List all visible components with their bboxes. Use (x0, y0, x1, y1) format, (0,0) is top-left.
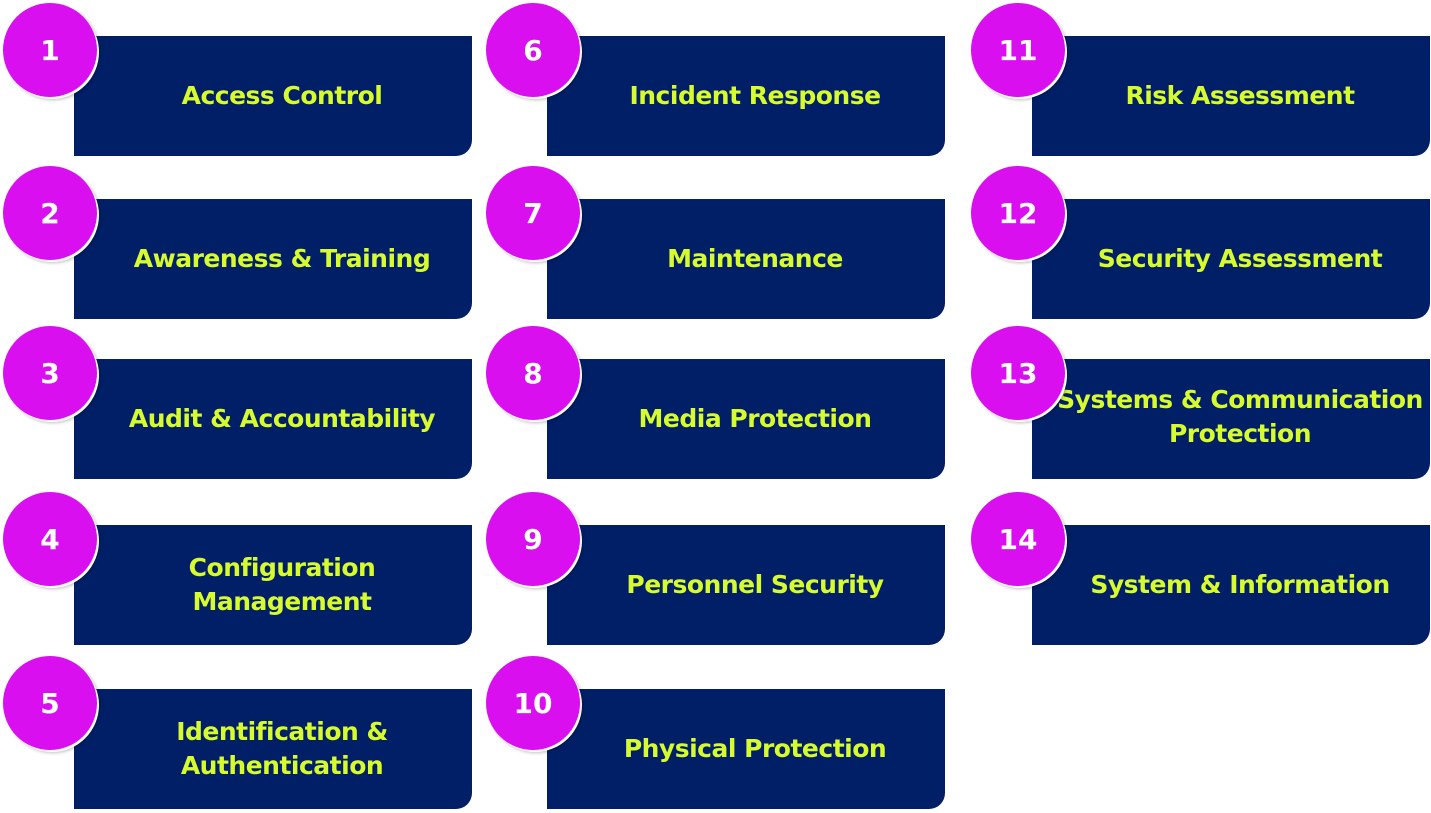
control-number: 1 (40, 33, 60, 67)
number-badge: 12 (971, 166, 1065, 260)
control-number: 12 (998, 196, 1038, 230)
control-label: Personnel Security (626, 570, 884, 599)
control-label: Access Control (181, 81, 383, 110)
control-number: 13 (998, 356, 1038, 390)
control-panel: System & Information (1032, 525, 1430, 645)
number-badge: 11 (971, 3, 1065, 97)
number-badge: 13 (971, 326, 1065, 420)
control-number: 2 (40, 196, 60, 230)
number-badge: 10 (486, 656, 580, 750)
control-panel: Personnel Security (547, 525, 945, 645)
control-card-12: Security Assessment 12 (968, 163, 1431, 323)
control-card-10: Physical Protection 10 (483, 653, 983, 813)
control-label: Systems & Communication Protection (1057, 385, 1423, 448)
control-label: Configuration Management (188, 553, 376, 616)
control-label: Identification & Authentication (176, 717, 388, 780)
control-panel: Configuration Management (74, 525, 472, 645)
number-badge: 7 (486, 166, 580, 260)
control-number: 8 (523, 356, 543, 390)
control-card-5: Identification & Authentication 5 (0, 653, 500, 813)
number-badge: 6 (486, 3, 580, 97)
control-panel: Media Protection (547, 359, 945, 479)
control-number: 3 (40, 356, 60, 390)
control-number: 4 (40, 522, 60, 556)
control-number: 11 (998, 33, 1038, 67)
control-panel: Maintenance (547, 199, 945, 319)
control-panel: Identification & Authentication (74, 689, 472, 809)
control-number: 14 (998, 522, 1038, 556)
control-label: Security Assessment (1097, 244, 1383, 273)
number-badge: 1 (3, 3, 97, 97)
control-card-2: Awareness & Training 2 (0, 163, 500, 323)
control-panel: Access Control (74, 36, 472, 156)
number-badge: 2 (3, 166, 97, 260)
control-number: 9 (523, 522, 543, 556)
control-card-14: System & Information 14 (968, 489, 1431, 649)
control-label: Maintenance (667, 244, 843, 273)
number-badge: 4 (3, 492, 97, 586)
number-badge: 3 (3, 326, 97, 420)
control-card-6: Incident Response 6 (483, 0, 983, 160)
control-card-13: Systems & Communication Protection 13 (968, 323, 1431, 483)
control-label: Media Protection (638, 404, 872, 433)
control-panel: Physical Protection (547, 689, 945, 809)
control-label: Risk Assessment (1125, 81, 1355, 110)
control-number: 10 (513, 686, 553, 720)
control-number: 7 (523, 196, 543, 230)
control-card-3: Audit & Accountability 3 (0, 323, 500, 483)
control-panel: Audit & Accountability (74, 359, 472, 479)
control-card-11: Risk Assessment 11 (968, 0, 1431, 160)
control-panel: Security Assessment (1032, 199, 1430, 319)
control-label: System & Information (1090, 570, 1390, 599)
control-card-8: Media Protection 8 (483, 323, 983, 483)
number-badge: 8 (486, 326, 580, 420)
control-label: Awareness & Training (133, 244, 431, 273)
control-panel: Risk Assessment (1032, 36, 1430, 156)
control-number: 6 (523, 33, 543, 67)
control-panel: Systems & Communication Protection (1032, 359, 1430, 479)
control-card-7: Maintenance 7 (483, 163, 983, 323)
control-label: Audit & Accountability (128, 404, 436, 433)
control-panel: Incident Response (547, 36, 945, 156)
control-panel: Awareness & Training (74, 199, 472, 319)
control-number: 5 (40, 686, 60, 720)
control-label: Incident Response (629, 81, 881, 110)
control-card-9: Personnel Security 9 (483, 489, 983, 649)
number-badge: 9 (486, 492, 580, 586)
number-badge: 5 (3, 656, 97, 750)
control-label: Physical Protection (623, 734, 887, 763)
control-card-4: Configuration Management 4 (0, 489, 500, 649)
control-card-1: Access Control 1 (0, 0, 500, 160)
number-badge: 14 (971, 492, 1065, 586)
